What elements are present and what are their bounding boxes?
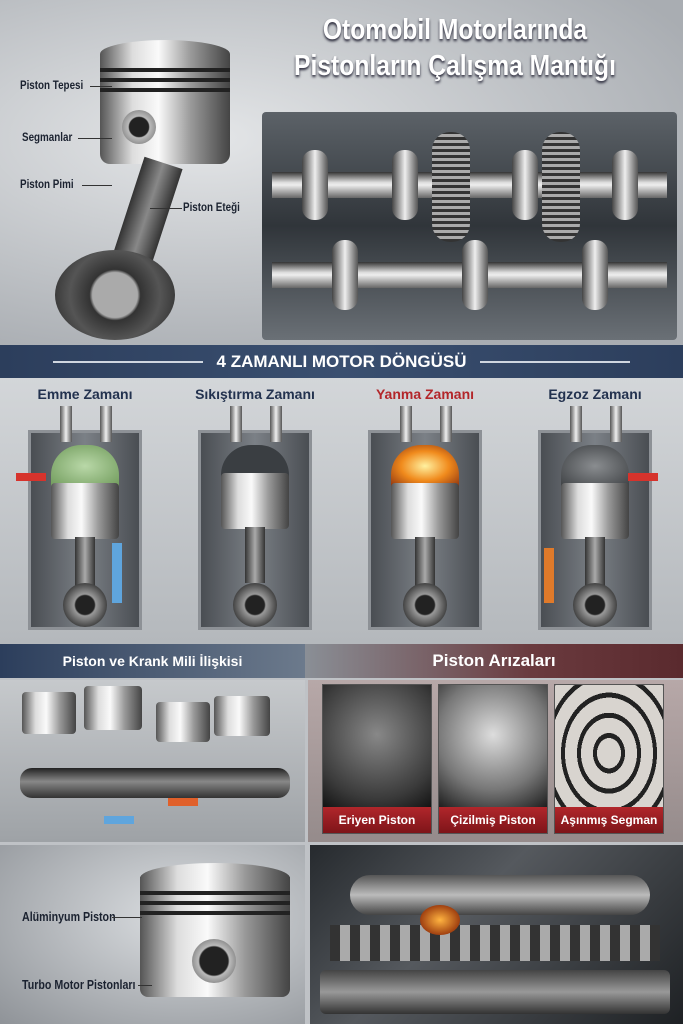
failures-panel: Eriyen Piston Çizilmiş Piston Aşınmış Se… xyxy=(308,680,683,842)
down-arrow-icon xyxy=(544,548,554,603)
lower-banner: Piston ve Krank Mili İlişkisi Piston Arı… xyxy=(0,644,683,680)
stroke-exhaust: Egzoz Zamanı xyxy=(510,378,680,644)
failures-section-title: Piston Arızaları xyxy=(305,644,683,678)
exhaust-arrow-icon xyxy=(628,473,658,481)
failure-worn-ring: Aşınmış Segman xyxy=(554,684,664,834)
stroke-combustion: Yanma Zamanı xyxy=(340,378,510,644)
label-piston-top: Piston Tepesi xyxy=(20,78,84,92)
up-arrow-icon xyxy=(112,543,122,603)
label-turbo-pistons: Turbo Motor Pistonları xyxy=(22,977,136,992)
camshaft-image xyxy=(262,112,677,340)
label-rings: Segmanlar xyxy=(22,130,73,144)
label-piston-pin: Piston Pimi xyxy=(20,177,74,191)
cycle-banner: 4 ZAMANLI MOTOR DÖNGÜSÜ xyxy=(0,345,683,379)
hero-section: Otomobil Motorlarında Pistonların Çalışm… xyxy=(0,0,683,345)
crank-section-title: Piston ve Krank Mili İlişkisi xyxy=(0,644,305,678)
engine-image xyxy=(310,845,683,1024)
page-title: Otomobil Motorlarında Pistonların Çalışm… xyxy=(294,14,616,82)
intake-arrow-icon xyxy=(16,473,46,481)
failure-scratched-piston: Çizilmiş Piston xyxy=(438,684,548,834)
label-aluminum-piston: Alüminyum Piston xyxy=(22,909,116,924)
aluminum-piston-section: Alüminyum Piston Turbo Motor Pistonları xyxy=(0,845,305,1024)
rotation-arrow-icon xyxy=(168,798,198,806)
crankshaft-image xyxy=(0,680,305,842)
piston-illustration xyxy=(55,40,235,340)
four-stroke-section: Emme Zamanı Sıkıştırma Zamanı Yanma Zama… xyxy=(0,378,683,644)
stroke-compression: Sıkıştırma Zamanı xyxy=(170,378,340,644)
label-piston-skirt: Piston Eteği xyxy=(183,200,240,214)
rotation-arrow-icon xyxy=(104,816,134,824)
failure-melted-piston: Eriyen Piston xyxy=(322,684,432,834)
stroke-intake: Emme Zamanı xyxy=(0,378,170,644)
